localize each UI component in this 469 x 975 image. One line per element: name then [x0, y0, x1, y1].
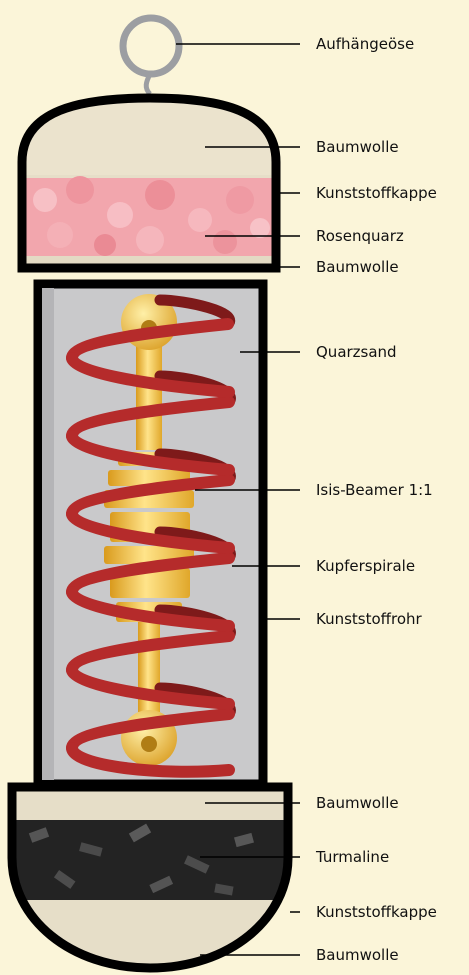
- top-cap: [20, 95, 280, 275]
- label-turmaline: Turmaline: [316, 848, 389, 866]
- label-quarzsand: Quarzsand: [316, 343, 397, 361]
- label-isis-beamer: Isis-Beamer 1:1: [316, 481, 433, 499]
- label-rosenquarz: Rosenquarz: [316, 227, 404, 245]
- label-baumwolle-lower-top: Baumwolle: [316, 794, 399, 812]
- label-baumwolle-bottom: Baumwolle: [316, 946, 399, 964]
- bottom-cap: [10, 785, 290, 975]
- label-kunststoffkappe-top: Kunststoffkappe: [316, 184, 437, 202]
- label-baumwolle-upper-bottom: Baumwolle: [316, 258, 399, 276]
- eyelet-ring: [123, 18, 179, 94]
- rose-quartz-layer: [20, 176, 280, 256]
- label-kupferspirale: Kupferspirale: [316, 557, 415, 575]
- label-aufhaengeoese: Aufhängeöse: [316, 35, 414, 53]
- tourmaline-layer: [10, 820, 290, 900]
- label-baumwolle-top: Baumwolle: [316, 138, 399, 156]
- label-kunststoffrohr: Kunststoffrohr: [316, 610, 422, 628]
- label-kunststoffkappe-bottom: Kunststoffkappe: [316, 903, 437, 921]
